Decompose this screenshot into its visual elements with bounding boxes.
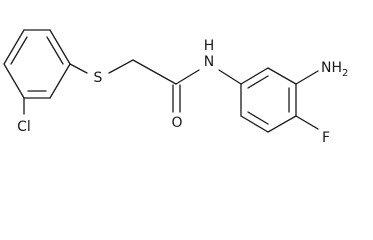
oxygen-label: O	[171, 115, 182, 131]
bond-ring-f	[295, 115, 319, 130]
bond-ring-nh2	[295, 70, 319, 85]
amino-label: NH2	[321, 60, 348, 79]
bond-ring2-e	[240, 115, 269, 133]
bond-ring1-double-a	[46, 36, 64, 65]
aminofluorophenyl-ring	[240, 67, 297, 133]
bond-ring2-d	[267, 115, 297, 133]
bond-ring1-double-b	[10, 36, 28, 65]
sulfur-label: S	[94, 70, 103, 86]
bond-ring2-a	[240, 67, 269, 85]
chlorophenyl-ring	[3, 29, 71, 99]
bond-ring1-f	[49, 63, 71, 99]
amino-nh: NH	[321, 60, 342, 76]
bond-ring2-double-c	[247, 111, 269, 125]
bond-ring-s	[69, 63, 88, 74]
bond-ring1-a	[49, 29, 71, 65]
bond-ring2-double-a	[247, 75, 269, 89]
structure-svg: Cl S O H N NH2 F	[3, 29, 348, 146]
fluorine-label: F	[322, 130, 330, 146]
amide-hydrogen-label: H	[204, 38, 215, 54]
amide-nitrogen-label: N	[204, 54, 214, 70]
amino-subscript: 2	[342, 68, 348, 79]
bond-ring2-b	[267, 67, 297, 85]
bond-carbonyl-n	[175, 69, 200, 85]
bond-ring1-d	[3, 63, 25, 99]
bond-ring1-c	[3, 29, 25, 65]
bond-n-ring	[218, 69, 242, 85]
bond-ch2-carbonyl	[132, 59, 177, 85]
molecule-drawing: Cl S O H N NH2 F	[3, 29, 348, 146]
bond-s-ch2	[108, 59, 134, 74]
chlorine-label: Cl	[17, 119, 31, 135]
